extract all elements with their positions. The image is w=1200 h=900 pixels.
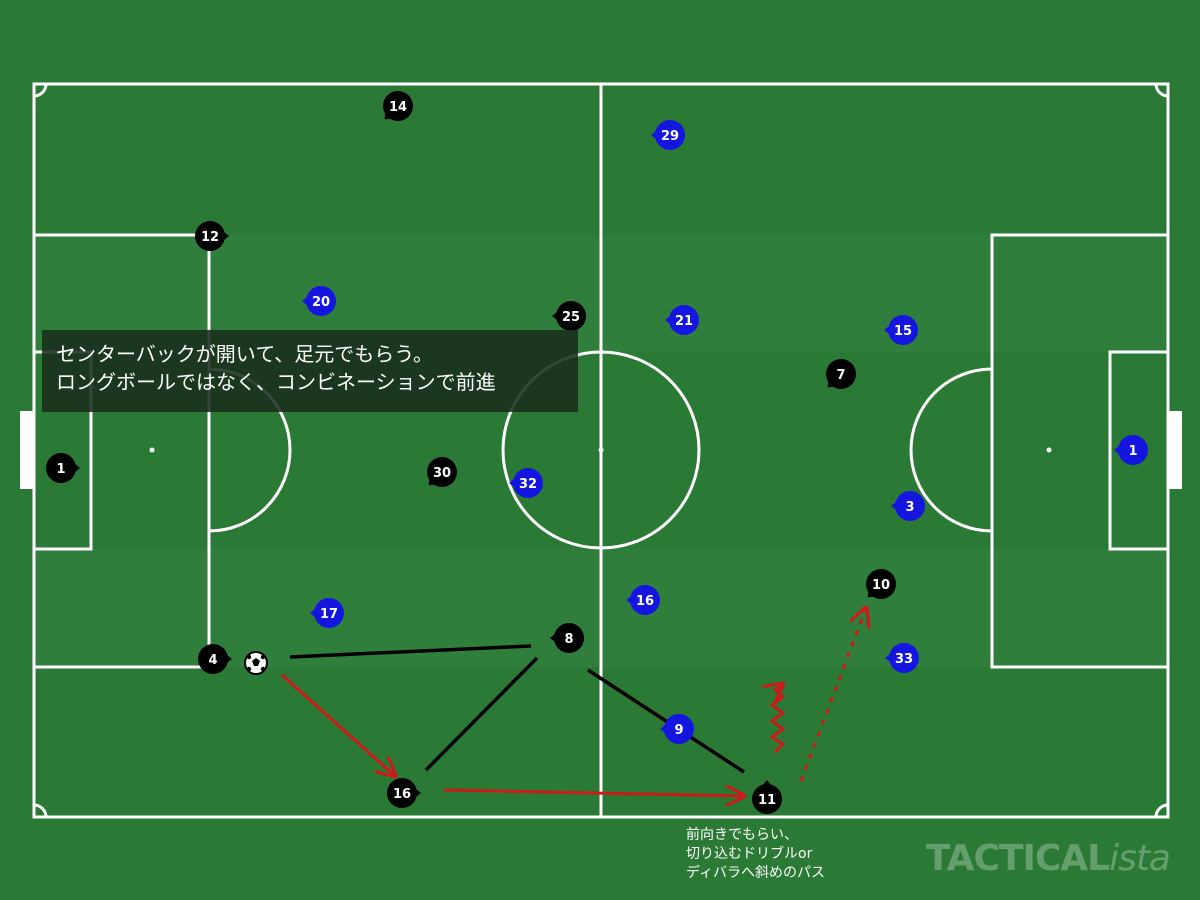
player-number: 29 <box>661 129 679 144</box>
player-number: 17 <box>320 607 338 622</box>
goal-right <box>1168 411 1182 489</box>
player-11-caption: 前向きでもらい、 切り込むドリブルor ディバラへ斜めのパス <box>686 826 825 883</box>
caption-line-3: ディバラへ斜めのパス <box>686 865 826 881</box>
player-black-7: 7 <box>826 359 856 389</box>
player-marker <box>198 644 228 674</box>
players-layer: 1 12 14 25 30 4 8 16 11 7 10 1 29 20 21 15 32 3 17 16 33 9 <box>46 91 1148 814</box>
player-marker <box>306 286 336 316</box>
caption-line-2: 切り込むドリブルor <box>686 846 813 862</box>
player-marker <box>888 315 918 345</box>
player-number: 1 <box>1128 444 1137 459</box>
player-marker <box>314 598 344 628</box>
player-blue-29: 29 <box>651 120 685 150</box>
player-blue-3: 3 <box>891 491 925 521</box>
player-blue-21: 21 <box>665 305 699 335</box>
player-marker <box>669 305 699 335</box>
player-black-30: 30 <box>427 457 457 487</box>
player-number: 16 <box>636 594 654 609</box>
tactic-note-line-1: センターバックが開いて、足元でもらう。 <box>56 342 433 366</box>
passing-options <box>289 644 745 774</box>
player-number: 33 <box>895 652 913 667</box>
player-number: 11 <box>758 793 776 808</box>
brand-watermark: TACTICALista <box>925 838 1171 879</box>
player-number: 4 <box>208 653 217 668</box>
caption-line-1: 前向きでもらい、 <box>686 827 798 843</box>
player-number: 9 <box>674 723 683 738</box>
player-blue-16: 16 <box>626 585 660 615</box>
player-blue-33: 33 <box>885 643 919 673</box>
player-black-1: 1 <box>46 453 80 483</box>
executed-passes <box>281 673 744 796</box>
player-black-4: 4 <box>198 644 232 674</box>
player-marker <box>866 569 896 599</box>
player-marker <box>554 623 584 653</box>
player-black-10: 10 <box>866 569 896 599</box>
tactic-note: センターバックが開いて、足元でもらう。 ロングボールではなく、コンビネーションで… <box>42 330 578 412</box>
player-marker <box>1118 435 1148 465</box>
player-number: 3 <box>905 500 914 515</box>
player-number: 16 <box>393 787 411 802</box>
player-number: 14 <box>389 100 407 115</box>
penalty-spot-right <box>1046 447 1052 453</box>
player-black-12: 12 <box>195 221 229 251</box>
player-number: 15 <box>894 324 912 339</box>
player-marker <box>630 585 660 615</box>
brand-main: TACTICAL <box>925 838 1110 879</box>
player-blue-1: 1 <box>1114 435 1148 465</box>
player-marker <box>752 784 782 814</box>
player-marker <box>895 491 925 521</box>
player-number: 30 <box>433 466 451 481</box>
player-number: 7 <box>836 368 845 383</box>
player-marker <box>513 468 543 498</box>
player-blue-9: 9 <box>660 714 694 744</box>
player-blue-17: 17 <box>310 598 344 628</box>
player-blue-20: 20 <box>302 286 336 316</box>
player-marker <box>195 221 225 251</box>
dribble-path <box>772 684 783 754</box>
player-blue-32: 32 <box>509 468 543 498</box>
tactic-note-line-2: ロングボールではなく、コンビネーションで前進 <box>56 370 496 394</box>
player-number: 32 <box>519 477 537 492</box>
player-black-14: 14 <box>383 91 413 121</box>
player-blue-15: 15 <box>884 315 918 345</box>
center-spot <box>598 447 604 453</box>
player-marker <box>889 643 919 673</box>
player-marker <box>387 778 417 808</box>
player-black-8: 8 <box>550 623 584 653</box>
player-number: 25 <box>562 310 580 325</box>
penalty-spot-left <box>149 447 155 453</box>
player-marker <box>655 120 685 150</box>
player-black-11: 11 <box>752 780 782 814</box>
player-number: 20 <box>312 295 330 310</box>
ball-icon <box>244 651 268 675</box>
player-marker <box>556 301 586 331</box>
player-marker <box>46 453 76 483</box>
player-marker <box>383 91 413 121</box>
player-marker <box>427 457 457 487</box>
player-marker <box>664 714 694 744</box>
player-black-16: 16 <box>387 778 421 808</box>
player-marker <box>826 359 856 389</box>
player-number: 12 <box>201 230 219 245</box>
player-number: 1 <box>56 462 65 477</box>
goal-left <box>20 411 34 489</box>
player-number: 8 <box>564 632 573 647</box>
brand-italic: ista <box>1109 838 1171 879</box>
player-number: 21 <box>675 314 693 329</box>
player-black-25: 25 <box>552 301 586 331</box>
player-number: 10 <box>872 578 890 593</box>
